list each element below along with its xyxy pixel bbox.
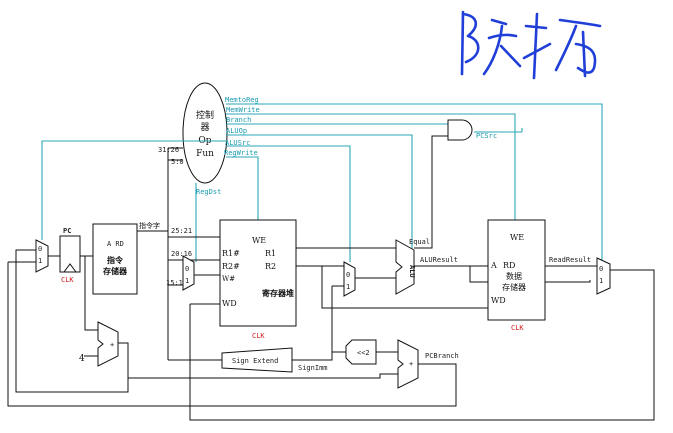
branch-adder	[397, 339, 419, 389]
control-title-2: 器	[200, 122, 209, 133]
alu-result: ALUResult	[420, 256, 458, 264]
dm-clk: CLK	[511, 324, 524, 332]
imem-title-2: 存储器	[102, 266, 128, 276]
alusrc-mux-1: 1	[346, 283, 350, 291]
pc-mux	[35, 239, 49, 273]
signal-aluop: ALUOp	[226, 127, 247, 135]
signal-regdst: RegDst	[196, 188, 221, 196]
signal-memwrite: MemWrite	[226, 106, 260, 114]
pc-label: PC	[63, 227, 71, 235]
branch-wires	[128, 351, 398, 379]
signimm-label: SignImm	[298, 364, 328, 372]
pc-register	[59, 235, 81, 273]
pc-mux-1: 1	[38, 257, 42, 265]
branch-adder-plus: +	[409, 360, 413, 368]
pc-wires	[7, 249, 457, 407]
alusrc-mux-0: 0	[346, 271, 350, 279]
field-fun: 5:0	[171, 158, 184, 166]
imem-title-1: 指令	[107, 255, 124, 265]
rf-wd: WD	[222, 299, 237, 308]
dm-title-1: 数据	[506, 271, 522, 281]
pcsrc-label: PCSrc	[476, 132, 497, 140]
pc-clk: CLK	[61, 276, 74, 284]
memtoreg-mux-0: 0	[599, 265, 603, 273]
rf-r1: R1	[265, 249, 276, 258]
signal-memtoreg: MemtoReg	[225, 96, 259, 104]
rf-clk: CLK	[252, 332, 265, 340]
sign-extend-label: Sign Extend	[232, 357, 278, 365]
rf-wn: W#	[222, 275, 235, 283]
control-fun-port: Fun	[196, 149, 214, 159]
alu-wires	[414, 135, 597, 283]
signal-regwrite: RegWrite	[224, 149, 258, 157]
adder-const-4: 4	[79, 354, 85, 364]
alu-equal: Equal	[409, 238, 430, 246]
regdst-mux	[182, 255, 195, 291]
dm-a: A	[490, 261, 497, 270]
pcbranch-label: PCBranch	[425, 352, 459, 360]
adder-plus: +	[110, 341, 114, 349]
shift-left-2	[345, 339, 377, 365]
rf-r2: R2	[265, 262, 276, 271]
control-wires	[41, 103, 603, 262]
instruction-memory	[92, 223, 138, 295]
handwritten-signature	[460, 10, 602, 80]
rf-r1n: R1#	[222, 249, 240, 258]
rf-title: 寄存器堆	[262, 288, 294, 298]
rf-we: WE	[252, 236, 266, 245]
pc-mux-0: 0	[38, 245, 42, 253]
control-unit	[182, 82, 228, 184]
pc-adder	[97, 321, 119, 367]
rf-r2n: R2#	[222, 262, 240, 271]
signal-alusrc: ALUSrc	[225, 139, 250, 147]
regdst-mux-1: 1	[185, 277, 189, 285]
shift-label: <<2	[357, 349, 370, 357]
dm-rd: RD	[503, 261, 515, 270]
sign-extend	[221, 347, 293, 373]
field-rs: 25:21	[171, 227, 192, 235]
control-title-1: 控制	[196, 109, 214, 121]
alu-label: ALU	[408, 265, 416, 278]
dm-we: WE	[510, 233, 524, 242]
register-wires	[189, 247, 655, 421]
instruction-bus	[137, 147, 222, 361]
read-result-label: ReadResult	[549, 256, 591, 264]
memtoreg-mux-1: 1	[599, 277, 603, 285]
memtoreg-mux	[596, 257, 611, 295]
signal-branch: Branch	[226, 116, 251, 124]
data-memory	[487, 219, 546, 321]
instr-word-label: 指令字	[139, 221, 160, 230]
field-rd: 15:11	[166, 279, 187, 287]
and-gate	[447, 119, 473, 141]
imem-port: A RD	[107, 240, 124, 248]
register-file	[219, 219, 297, 327]
alusrc-mux	[343, 261, 356, 297]
dm-wd: WD	[491, 296, 506, 305]
dm-title-2: 存储器	[502, 282, 526, 292]
regdst-mux-0: 0	[185, 265, 189, 273]
alu	[395, 239, 415, 295]
field-op: 31:26	[158, 146, 179, 154]
field-rt: 20:16	[171, 250, 192, 258]
